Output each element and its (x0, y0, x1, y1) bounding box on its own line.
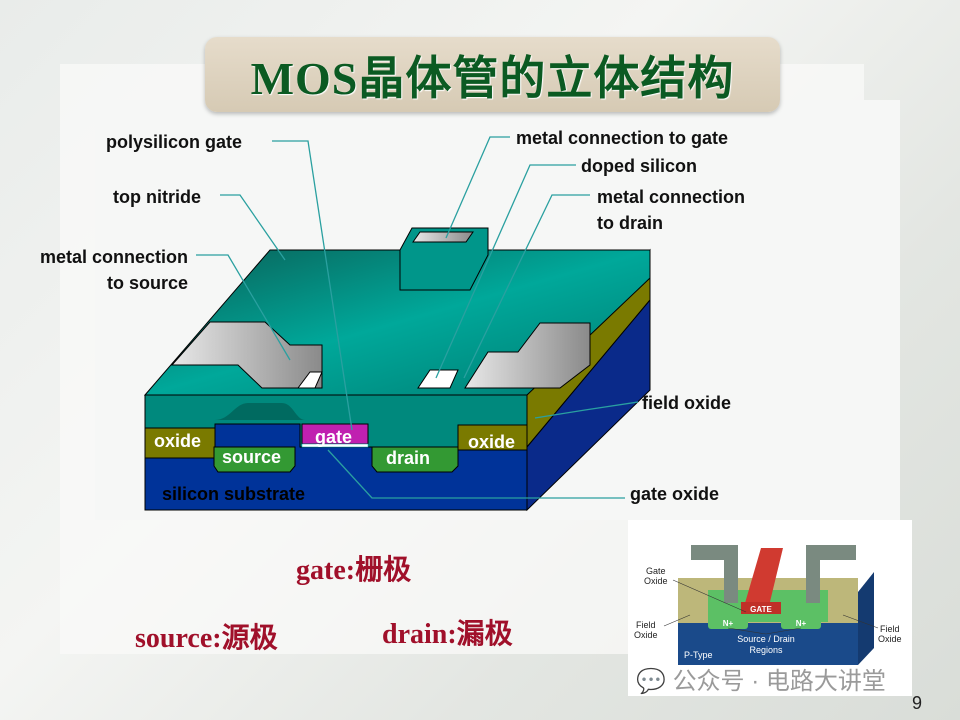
gate-label: gate (315, 427, 352, 447)
inset-n-plus-right (781, 615, 821, 629)
title-box: MOS晶体管的立体结构 (205, 37, 780, 112)
doped-silicon-drain (417, 369, 459, 389)
inset-field-oxide-left-1: Field (636, 620, 656, 630)
doped-silicon-source (297, 371, 323, 389)
label-gate-oxide: gate oxide (630, 484, 720, 504)
inset-p-type: P-Type (684, 650, 713, 660)
inset-n-plus-left (708, 615, 748, 629)
drain-label: drain (386, 448, 430, 468)
oxide-right-label: oxide (468, 432, 515, 452)
inset-substrate-side (858, 572, 874, 665)
metal-drain (464, 322, 591, 389)
substrate-label: silicon substrate (162, 484, 305, 504)
inset-gate-oxide-1: Gate (646, 566, 666, 576)
label-metal-gate: metal connection to gate (516, 128, 729, 148)
inset-metal-left (691, 545, 738, 603)
label-doped-silicon: doped silicon (581, 156, 698, 176)
label-top-nitride: top nitride (113, 187, 201, 207)
label-metal-source-2: to source (106, 273, 188, 293)
inset-regions-1: Source / Drain (737, 634, 795, 644)
label-metal-drain-2: to drain (597, 213, 663, 233)
inset-n-plus-label-right: N+ (796, 619, 807, 628)
inset-leader-lines (663, 579, 879, 635)
watermark-text: 公众号 · 电路大讲堂 (672, 668, 886, 695)
source-region (213, 446, 296, 473)
nitride-dip (215, 403, 305, 420)
inset-gate-oxide-2: Oxide (644, 576, 668, 586)
inset-gate-label: GATE (750, 605, 772, 614)
metal-source (170, 321, 323, 389)
oxide-left (144, 427, 216, 459)
gate-oxide-layer (301, 443, 369, 448)
label-metal-source-1: metal connection (39, 247, 188, 267)
caption-source: source:源极 (135, 623, 278, 654)
leader-lines (196, 136, 639, 499)
label-field-oxide: field oxide (642, 393, 732, 413)
oxide-right (457, 424, 528, 451)
caption-gate: gate:栅极 (296, 555, 412, 586)
inset-gate-block (741, 602, 781, 614)
source-label: source (222, 447, 281, 467)
inset-mos-image: GATE N+ N+ Gate Oxide Field Oxide Field … (628, 520, 912, 696)
label-polysilicon-gate: polysilicon gate (106, 132, 243, 152)
watermark: 💬 公众号 · 电路大讲堂 (636, 668, 886, 696)
oxide-left-label: oxide (154, 431, 201, 451)
page-number: 9 (912, 693, 923, 713)
inset-poly-gate (743, 548, 783, 610)
caption-drain: drain:漏极 (382, 619, 513, 650)
inset-n-plus-label-left: N+ (723, 619, 734, 628)
inset-field-oxide-left-2: Oxide (634, 630, 658, 640)
inset-metal-right (806, 545, 856, 603)
inset-field-oxide-right-2: Oxide (878, 634, 902, 644)
metal-gate-contact (412, 231, 474, 243)
inset-diagram: GATE N+ N+ Gate Oxide Field Oxide Field … (634, 545, 902, 665)
inset-field-oxide-right-1: Field (880, 624, 900, 634)
drain-region (371, 446, 459, 473)
metal-gate-riser (399, 227, 489, 291)
slide-title: MOS晶体管的立体结构 (250, 52, 735, 104)
label-metal-drain-1: metal connection (597, 187, 746, 207)
wechat-icon: 💬 (636, 668, 666, 695)
inset-regions-2: Regions (749, 645, 783, 655)
